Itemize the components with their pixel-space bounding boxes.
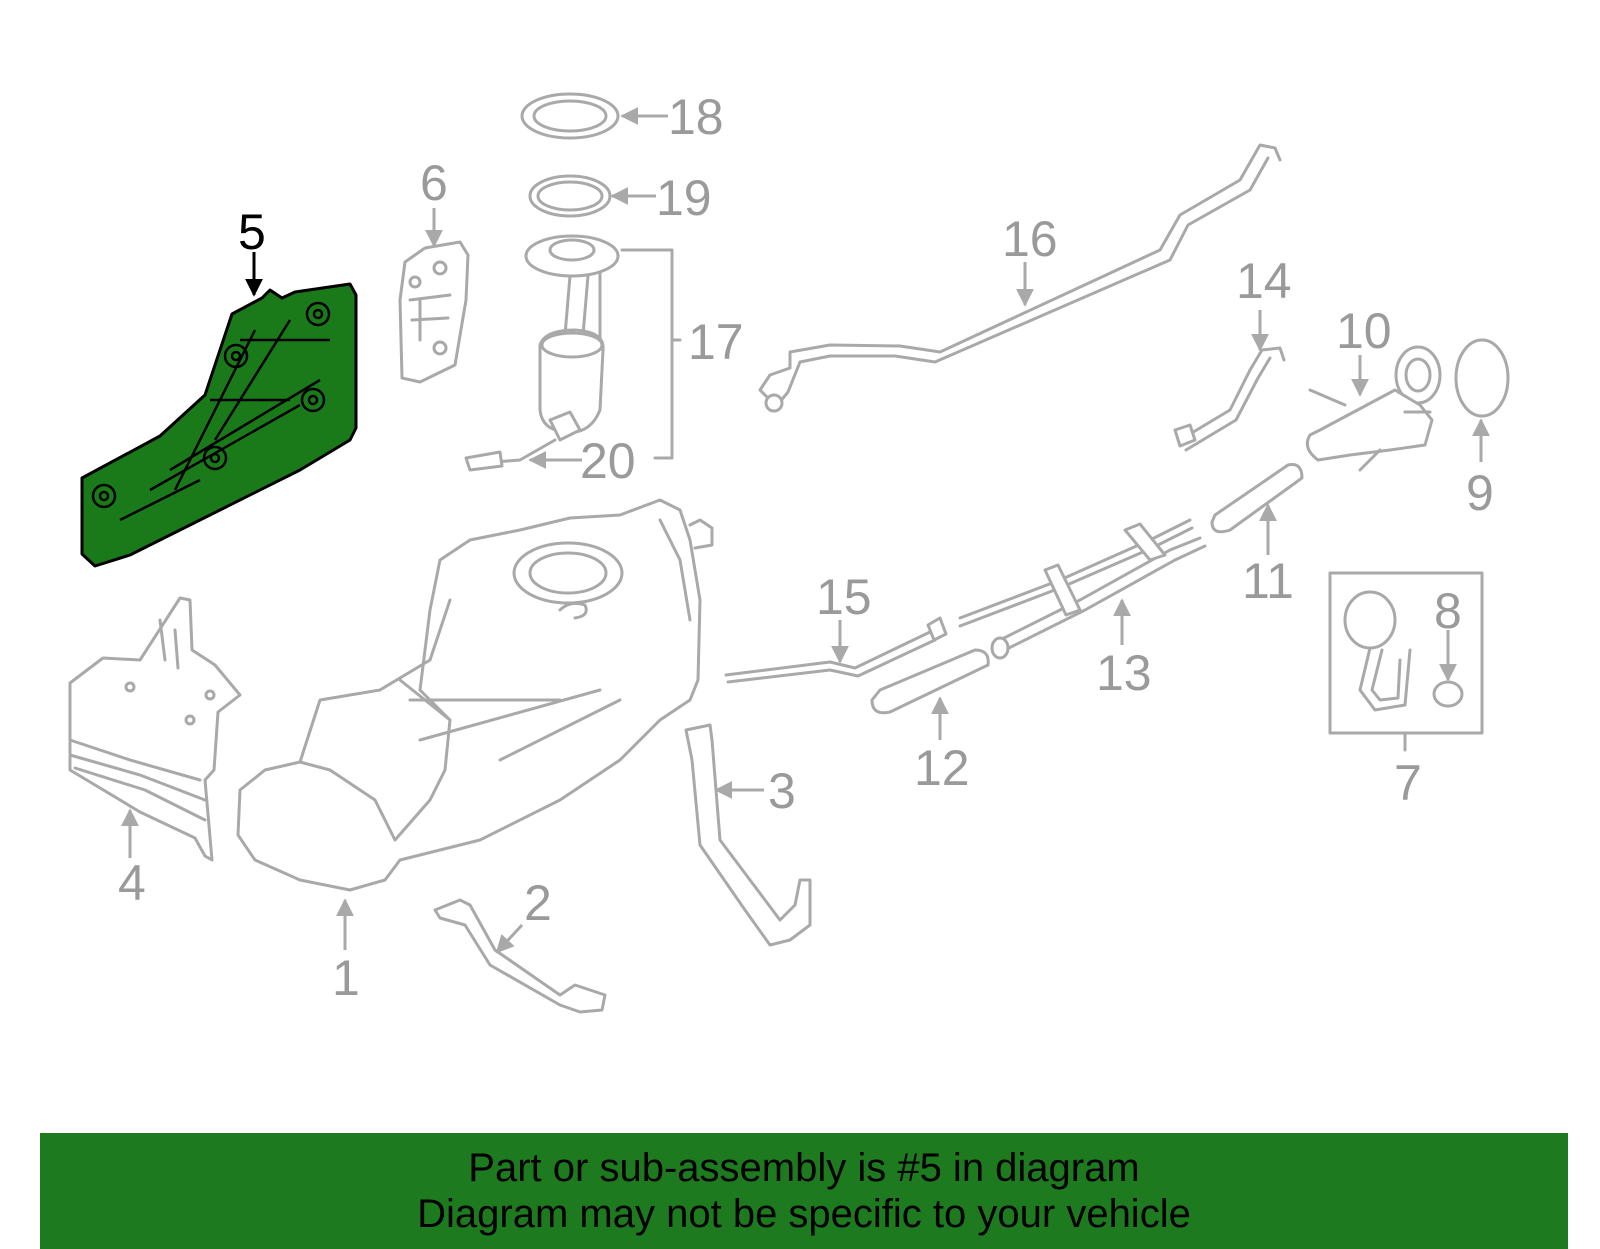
part-1-fuel-tank[interactable]: [236, 498, 714, 892]
part-13-pipes[interactable]: [958, 518, 1207, 660]
part-18-lock-ring[interactable]: [520, 92, 620, 140]
callout-13: 13: [1096, 645, 1152, 701]
callout-5: 5: [238, 204, 266, 260]
part-4-heat-shield[interactable]: [68, 596, 242, 862]
callout-7: 7: [1394, 755, 1422, 811]
part-6-bracket[interactable]: [398, 240, 470, 384]
part-11-hose[interactable]: [1210, 463, 1304, 534]
part-17-fuel-pump[interactable]: [464, 234, 682, 472]
part-19-gasket[interactable]: [528, 174, 612, 218]
callout-16: 16: [1002, 211, 1058, 267]
part-2-strap[interactable]: [433, 898, 607, 1014]
part-7-box[interactable]: [1328, 571, 1484, 752]
callout-14: 14: [1236, 253, 1292, 309]
callout-1: 1: [332, 950, 360, 1006]
part-9-gasket[interactable]: [1454, 338, 1510, 418]
callout-3: 3: [768, 763, 796, 819]
footer-line-2: Diagram may not be specific to your vehi…: [417, 1192, 1191, 1236]
callout-15: 15: [816, 569, 872, 625]
callout-4: 4: [118, 855, 146, 911]
callout-18: 18: [668, 89, 724, 145]
callout-10: 10: [1336, 303, 1392, 359]
part-14-tube[interactable]: [1173, 346, 1286, 452]
footer-banner: Part or sub-assembly is #5 in diagram Di…: [40, 1133, 1568, 1249]
footer-line-1: Part or sub-assembly is #5 in diagram: [468, 1146, 1140, 1190]
callout-19: 19: [656, 170, 712, 226]
part-10-filler-neck[interactable]: [1305, 345, 1442, 472]
leader-arrows: [121, 107, 1490, 954]
callout-20: 20: [580, 433, 636, 489]
callout-12: 12: [914, 740, 970, 796]
callout-6: 6: [420, 155, 448, 211]
callout-8: 8: [1434, 583, 1462, 639]
part-3-strap[interactable]: [684, 723, 812, 947]
callout-2: 2: [524, 875, 552, 931]
callout-11: 11: [1242, 553, 1294, 609]
part-16-tube[interactable]: [758, 143, 1282, 413]
part-8-clip[interactable]: [1432, 680, 1464, 708]
part-12-hose[interactable]: [870, 648, 990, 715]
callout-labels: 1 2 3 4 5 6 7 8 9 10 11 12 13 14 15 16 1…: [118, 89, 1494, 1006]
part-5-heat-shield[interactable]: [80, 282, 358, 568]
callout-9: 9: [1466, 465, 1494, 521]
part-15-tube[interactable]: [724, 616, 948, 684]
callout-17: 17: [688, 314, 744, 370]
